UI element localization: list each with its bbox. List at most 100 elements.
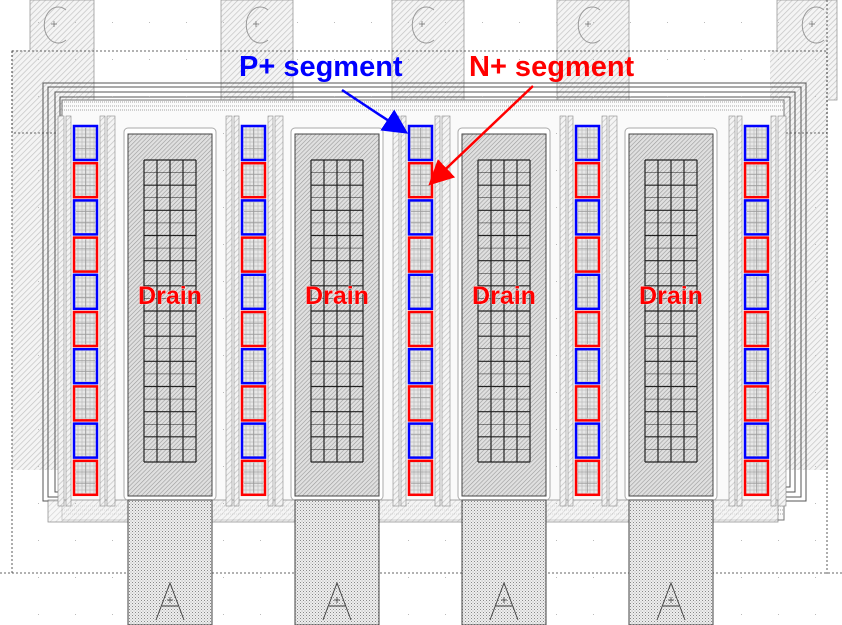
grid-dot bbox=[112, 577, 113, 578]
a-symbol-icon bbox=[489, 581, 519, 621]
grid-dot bbox=[38, 207, 39, 208]
p-plus-segment bbox=[240, 124, 267, 162]
grid-dot bbox=[593, 22, 594, 23]
p-plus-segment bbox=[743, 347, 770, 385]
grid-dot bbox=[815, 577, 816, 578]
grid-dot bbox=[556, 392, 557, 393]
gate-contact-symbol bbox=[43, 6, 67, 44]
c-arc-icon bbox=[245, 6, 269, 44]
grid-dot bbox=[778, 614, 779, 615]
grid-dot bbox=[186, 22, 187, 23]
column-rail bbox=[601, 115, 608, 507]
grid-dot bbox=[75, 540, 76, 541]
n-plus-segment bbox=[574, 459, 601, 497]
p-plus-segment bbox=[240, 347, 267, 385]
via-grid bbox=[644, 159, 698, 463]
grid-dot bbox=[741, 614, 742, 615]
grid-dot bbox=[556, 59, 557, 60]
grid-dot bbox=[445, 540, 446, 541]
grid-dot bbox=[38, 355, 39, 356]
n-plus-arrow bbox=[428, 85, 534, 186]
column-rail bbox=[770, 115, 777, 507]
drain-finger: Drain bbox=[457, 127, 551, 625]
grid-dot bbox=[186, 96, 187, 97]
n-plus-segment bbox=[574, 236, 601, 273]
p-plus-segment bbox=[407, 347, 434, 385]
drain-finger: Drain bbox=[624, 127, 718, 625]
grid-dot bbox=[556, 318, 557, 319]
grid-dot bbox=[408, 577, 409, 578]
grid-dot bbox=[815, 318, 816, 319]
grid-dot bbox=[408, 503, 409, 504]
grid-dot bbox=[556, 466, 557, 467]
n-plus-segment bbox=[72, 161, 99, 199]
column-rail bbox=[392, 115, 400, 507]
source-column bbox=[225, 115, 284, 507]
pin-symbols bbox=[43, 6, 825, 621]
grid-dot bbox=[260, 96, 261, 97]
grid-dot bbox=[38, 318, 39, 319]
grid-dot bbox=[38, 96, 39, 97]
grid-dot bbox=[815, 133, 816, 134]
grid-dot bbox=[556, 614, 557, 615]
grid-dot bbox=[815, 244, 816, 245]
grid-dot bbox=[260, 577, 261, 578]
p-plus-segment bbox=[574, 347, 601, 385]
grid-dot bbox=[297, 59, 298, 60]
c-arc-icon bbox=[801, 6, 825, 44]
grid-dot bbox=[75, 22, 76, 23]
p-plus-segment bbox=[743, 199, 770, 236]
n-plus-segment bbox=[240, 459, 267, 497]
a-symbol-icon bbox=[322, 581, 352, 621]
grid-dot bbox=[704, 22, 705, 23]
grid-dot bbox=[371, 22, 372, 23]
via-grid bbox=[477, 159, 531, 463]
n-plus-segment bbox=[240, 385, 267, 422]
p-plus-label: P+ segment bbox=[239, 51, 403, 83]
grid-dot bbox=[223, 96, 224, 97]
grid-dot bbox=[667, 22, 668, 23]
grid-dot bbox=[223, 577, 224, 578]
drain-label: Drain bbox=[472, 282, 536, 310]
grid-dot bbox=[556, 503, 557, 504]
grid-dot bbox=[556, 577, 557, 578]
gate-strap bbox=[391, 0, 465, 101]
grid-dot bbox=[778, 59, 779, 60]
grid-dot bbox=[223, 540, 224, 541]
grid-dot bbox=[815, 466, 816, 467]
grid-dot bbox=[408, 96, 409, 97]
grid-dot bbox=[112, 614, 113, 615]
column-rail bbox=[225, 115, 233, 507]
grid-dot bbox=[593, 577, 594, 578]
grid-dot bbox=[149, 96, 150, 97]
p-plus-segment bbox=[240, 422, 267, 459]
column-rail bbox=[267, 115, 274, 507]
grid-dot bbox=[371, 59, 372, 60]
gate-strap bbox=[556, 0, 630, 101]
grid-dot bbox=[223, 318, 224, 319]
n-plus-segment bbox=[240, 310, 267, 348]
source-column bbox=[559, 115, 618, 507]
grid-dot bbox=[260, 503, 261, 504]
grid-dot bbox=[445, 22, 446, 23]
grid-dot bbox=[408, 614, 409, 615]
column-rail bbox=[106, 115, 116, 507]
grid-dot bbox=[815, 503, 816, 504]
drain-connector bbox=[461, 499, 547, 625]
n-plus-segment bbox=[240, 236, 267, 273]
grid-dot bbox=[815, 96, 816, 97]
gate-contact-symbol bbox=[801, 6, 825, 44]
column-rail bbox=[65, 115, 72, 507]
grid-dot bbox=[223, 281, 224, 282]
column-rail bbox=[274, 115, 284, 507]
p-plus-segment bbox=[407, 422, 434, 459]
n-plus-segment bbox=[743, 161, 770, 199]
grid-dot bbox=[778, 96, 779, 97]
p-plus-segment bbox=[240, 199, 267, 236]
annotation-n-plus: N+ segment bbox=[428, 51, 635, 186]
grid-dot bbox=[593, 614, 594, 615]
p-plus-segment bbox=[743, 124, 770, 162]
grid-dot bbox=[445, 59, 446, 60]
grid-dot bbox=[223, 466, 224, 467]
grid-dot bbox=[556, 22, 557, 23]
